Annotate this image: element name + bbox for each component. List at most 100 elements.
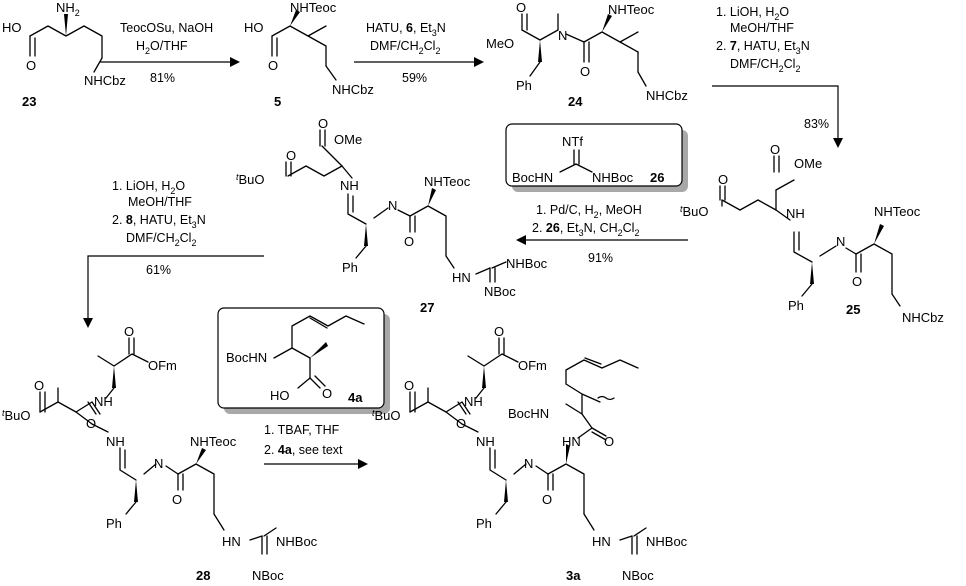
- r3-step1: 1. LiOH, H2O: [716, 5, 789, 22]
- nboc-label: NBoc: [622, 568, 654, 583]
- carbonyl-o-label: O: [172, 492, 182, 507]
- tert-butyl-ester-label: tBuO: [236, 172, 265, 187]
- nhcbz-label: NHCbz: [332, 82, 374, 97]
- compound-3a-label: 3a: [566, 568, 581, 583]
- r5-step1-solvent: MeOH/THF: [128, 195, 192, 209]
- bochn-label: BocHN: [508, 406, 549, 421]
- hydroxyl-label: HO: [270, 388, 290, 403]
- nboc-label: NBoc: [252, 568, 284, 583]
- compound-23-label: 23: [22, 94, 36, 109]
- carbonyl-o-label: O: [286, 148, 296, 163]
- r4-step1: 1. Pd/C, H2, MeOH: [536, 203, 642, 220]
- r3-yield: 83%: [804, 117, 829, 131]
- arrow-head-2: [474, 57, 484, 67]
- compound-28-label: 28: [196, 568, 210, 583]
- r5-yield: 61%: [146, 263, 171, 277]
- r4-yield: 91%: [588, 251, 613, 265]
- guanidine-hn-label: HN: [592, 534, 611, 549]
- carbonyl-o-label: O: [516, 0, 526, 15]
- arrow-head-1: [230, 57, 240, 67]
- carbonyl-o-label: O: [26, 58, 36, 73]
- carbonyl-o-label: O: [404, 378, 414, 393]
- carbonyl-o-label: O: [124, 324, 134, 339]
- amide-hn-label: HN: [562, 434, 581, 449]
- tert-butyl-ester-label: tBuO: [372, 408, 401, 423]
- phenyl-label: Ph: [476, 516, 492, 531]
- carbonyl-o-label: O: [404, 234, 414, 249]
- nhcbz-label: NHCbz: [646, 88, 688, 103]
- carbonyl-o-label: O: [494, 324, 504, 339]
- carbonyl-o-label: O: [322, 386, 332, 401]
- r6-step2: 2. 4a, see text: [264, 443, 343, 457]
- nhteoc-label: NHTeoc: [608, 2, 655, 17]
- amide-nh-label: NH: [464, 394, 483, 409]
- carbonyl-o-label: O: [770, 142, 780, 157]
- amide-nh-label: NH: [476, 434, 495, 449]
- nhboc-label: NHBoc: [592, 170, 634, 185]
- amide-nh-label: NH: [340, 178, 359, 193]
- bochn-label: BocHN: [226, 350, 267, 365]
- guanidine-hn-label: HN: [222, 534, 241, 549]
- phenyl-label: Ph: [516, 78, 532, 93]
- arrow-head-5: [83, 318, 93, 328]
- carbonyl-o-label: O: [542, 492, 552, 507]
- r4-step2: 2. 26, Et3N, CH2Cl2: [532, 221, 639, 238]
- r3-step2: 2. 7, HATU, Et3N: [716, 39, 810, 56]
- compound-28-structure: O OFm NH O O tBuO NH N O NHTeoc Ph HN NH…: [2, 324, 318, 583]
- carbonyl-o-label: O: [34, 378, 44, 393]
- carbonyl-o-label: O: [580, 64, 590, 79]
- compound-27-structure: O O OMe tBuO NH N O NHTeoc Ph HN NHBoc N…: [236, 116, 548, 315]
- methyl-ester-label: OMe: [334, 132, 362, 147]
- r5-step2-solvent: DMF/CH2Cl2: [126, 231, 196, 248]
- carbonyl-o-label: O: [718, 172, 728, 187]
- reagent-4a-box: BocHN HO O 4a: [217, 307, 390, 414]
- reagent-26-box: NTf BocHN NHBoc 26: [505, 123, 688, 192]
- reaction-arrow-5: [87, 255, 264, 320]
- nhboc-label: NHBoc: [646, 534, 688, 549]
- bochn-label: BocHN: [512, 170, 553, 185]
- n-methyl-label: N: [836, 234, 845, 249]
- r2-yield: 59%: [402, 71, 427, 85]
- n-methyl-label: N: [388, 198, 397, 213]
- r6-step1: 1. TBAF, THF: [264, 423, 340, 437]
- phenyl-label: Ph: [342, 260, 358, 275]
- nhteoc-label: NHTeoc: [874, 204, 921, 219]
- tert-butyl-ester-label: tBuO: [680, 204, 709, 219]
- n-methyl-label: N: [524, 456, 533, 471]
- compound-25-label: 25: [846, 302, 860, 317]
- compound-26-label: 26: [650, 170, 664, 185]
- carbonyl-o-label: O: [268, 58, 278, 73]
- r5-step2: 2. 8, HATU, Et3N: [112, 213, 206, 230]
- fluorenylmethyl-ester-label: OFm: [518, 358, 547, 373]
- carbonyl-o-label: O: [86, 416, 96, 431]
- carbonyl-o-label: O: [604, 434, 614, 449]
- compound-24-label: 24: [568, 94, 583, 109]
- amide-nh-label: NH: [106, 434, 125, 449]
- n-methyl-label: N: [558, 28, 567, 43]
- triflyl-imine-label: NTf: [562, 134, 583, 149]
- arrow-head-4: [516, 235, 526, 245]
- carbonyl-o-label: O: [852, 274, 862, 289]
- r5-step1: 1. LiOH, H2O: [112, 179, 185, 196]
- carbonyl-o-label: O: [456, 416, 466, 431]
- methyl-ester-label: MeO: [486, 36, 514, 51]
- r1-solvent: H2O/THF: [136, 39, 188, 56]
- carbonyl-o-label: O: [318, 116, 328, 131]
- guanidine-hn-label: HN: [452, 270, 471, 285]
- nhboc-label: NHBoc: [276, 534, 318, 549]
- r2-solvent: DMF/CH2Cl2: [370, 39, 440, 56]
- nboc-label: NBoc: [484, 284, 516, 299]
- n-methyl-label: N: [154, 456, 163, 471]
- hydroxyl-label: HO: [244, 20, 264, 35]
- r3-step1-solvent: MeOH/THF: [730, 21, 794, 35]
- hydroxyl-label: HO: [2, 20, 22, 35]
- nhteoc-label: NHTeoc: [190, 434, 237, 449]
- nhcbz-label: NHCbz: [902, 310, 944, 325]
- r1-reagents: TeocOSu, NaOH: [120, 21, 213, 35]
- amide-nh-label: NH: [786, 206, 805, 221]
- r1-yield: 81%: [150, 71, 175, 85]
- phenyl-label: Ph: [106, 516, 122, 531]
- compound-27-label: 27: [420, 300, 434, 315]
- reaction-arrow-3: [712, 85, 839, 140]
